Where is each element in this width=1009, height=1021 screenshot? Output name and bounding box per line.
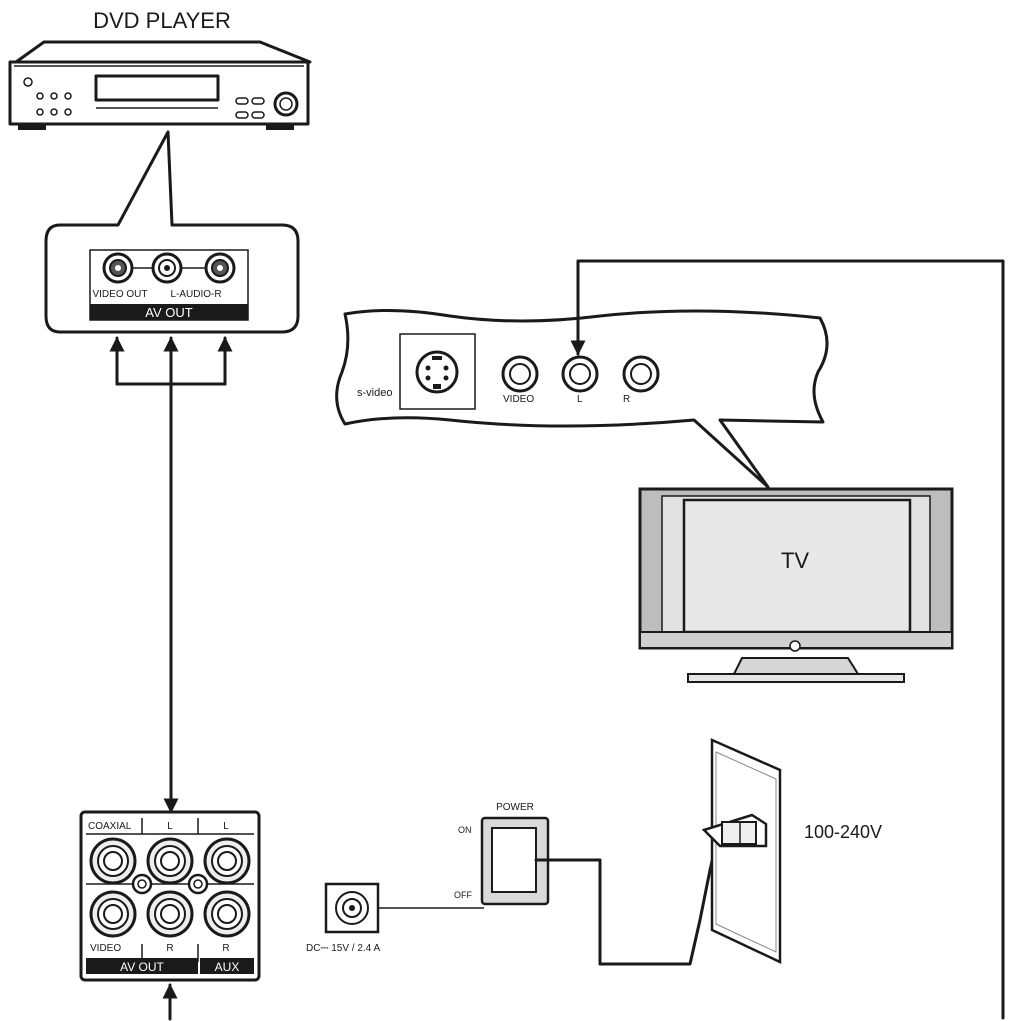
device-l-label-2: L	[223, 821, 229, 832]
device-av-panel: COAXIAL L L VIDEO R R AV OUT AUX	[79, 810, 261, 982]
tv-feed-cable	[570, 259, 1005, 1020]
dvd-player-title: DVD PLAYER	[93, 8, 231, 33]
tv-svideo-label: s-video	[357, 387, 392, 399]
device-aux-l-jack	[203, 837, 251, 885]
dc-power-label: DC⎓ 15V / 2.4 A	[306, 943, 380, 954]
device-av-out-band	[86, 958, 198, 974]
power-switch	[480, 816, 550, 906]
dvd-video-out-label: VIDEO OUT	[92, 289, 147, 300]
tv-l-label: L	[577, 394, 583, 405]
power-switch-off-label: OFF	[454, 890, 472, 900]
tv-video-label: VIDEO	[503, 394, 534, 405]
dvd-video-out-jack	[102, 252, 134, 284]
dvd-av-out-callout	[44, 130, 300, 334]
mains-voltage-label: 100-240V	[804, 822, 882, 842]
device-aux-band	[200, 958, 254, 974]
device-coaxial-jack	[89, 837, 137, 885]
device-aux-r-jack	[203, 890, 251, 938]
dvd-player-icon	[8, 40, 312, 130]
device-av-out-label: AV OUT	[120, 960, 164, 974]
tv-rear-panel-callout	[335, 308, 829, 489]
dvd-av-out-label: AV OUT	[145, 305, 192, 320]
power-switch-on-label: ON	[458, 825, 472, 835]
dvd-audio-label: L-AUDIO-R	[170, 289, 221, 300]
device-l-label-1: L	[167, 821, 173, 832]
device-video-jack	[89, 890, 137, 938]
tv-screen-label: TV	[781, 548, 809, 573]
wall-socket	[710, 738, 782, 964]
dvd-audio-r-jack	[204, 252, 236, 284]
mains-cable	[534, 842, 718, 966]
device-video-label: VIDEO	[90, 943, 121, 954]
dvd-audio-l-jack	[151, 252, 183, 284]
device-r-label-2: R	[222, 943, 229, 954]
tv-video-port	[501, 355, 539, 393]
power-switch-title: POWER	[496, 802, 534, 813]
power-plug-icon	[701, 813, 768, 848]
tv-r-port	[622, 355, 660, 393]
tv-l-port	[561, 355, 599, 393]
tv-r-label: R	[623, 394, 630, 405]
dvd-av-out-band	[90, 304, 248, 320]
tv-icon	[638, 487, 954, 683]
device-coaxial-label: COAXIAL	[88, 821, 132, 832]
dvd-av-out-panel: VIDEO OUT L-AUDIO-R AV OUT	[89, 249, 249, 321]
device-av-out-l-jack	[146, 837, 194, 885]
dc-power-jack	[324, 882, 380, 934]
device-aux-label: AUX	[215, 960, 240, 974]
device-av-out-r-jack	[146, 890, 194, 938]
device-r-label-1: R	[166, 943, 173, 954]
tv-svideo-port	[399, 333, 476, 410]
